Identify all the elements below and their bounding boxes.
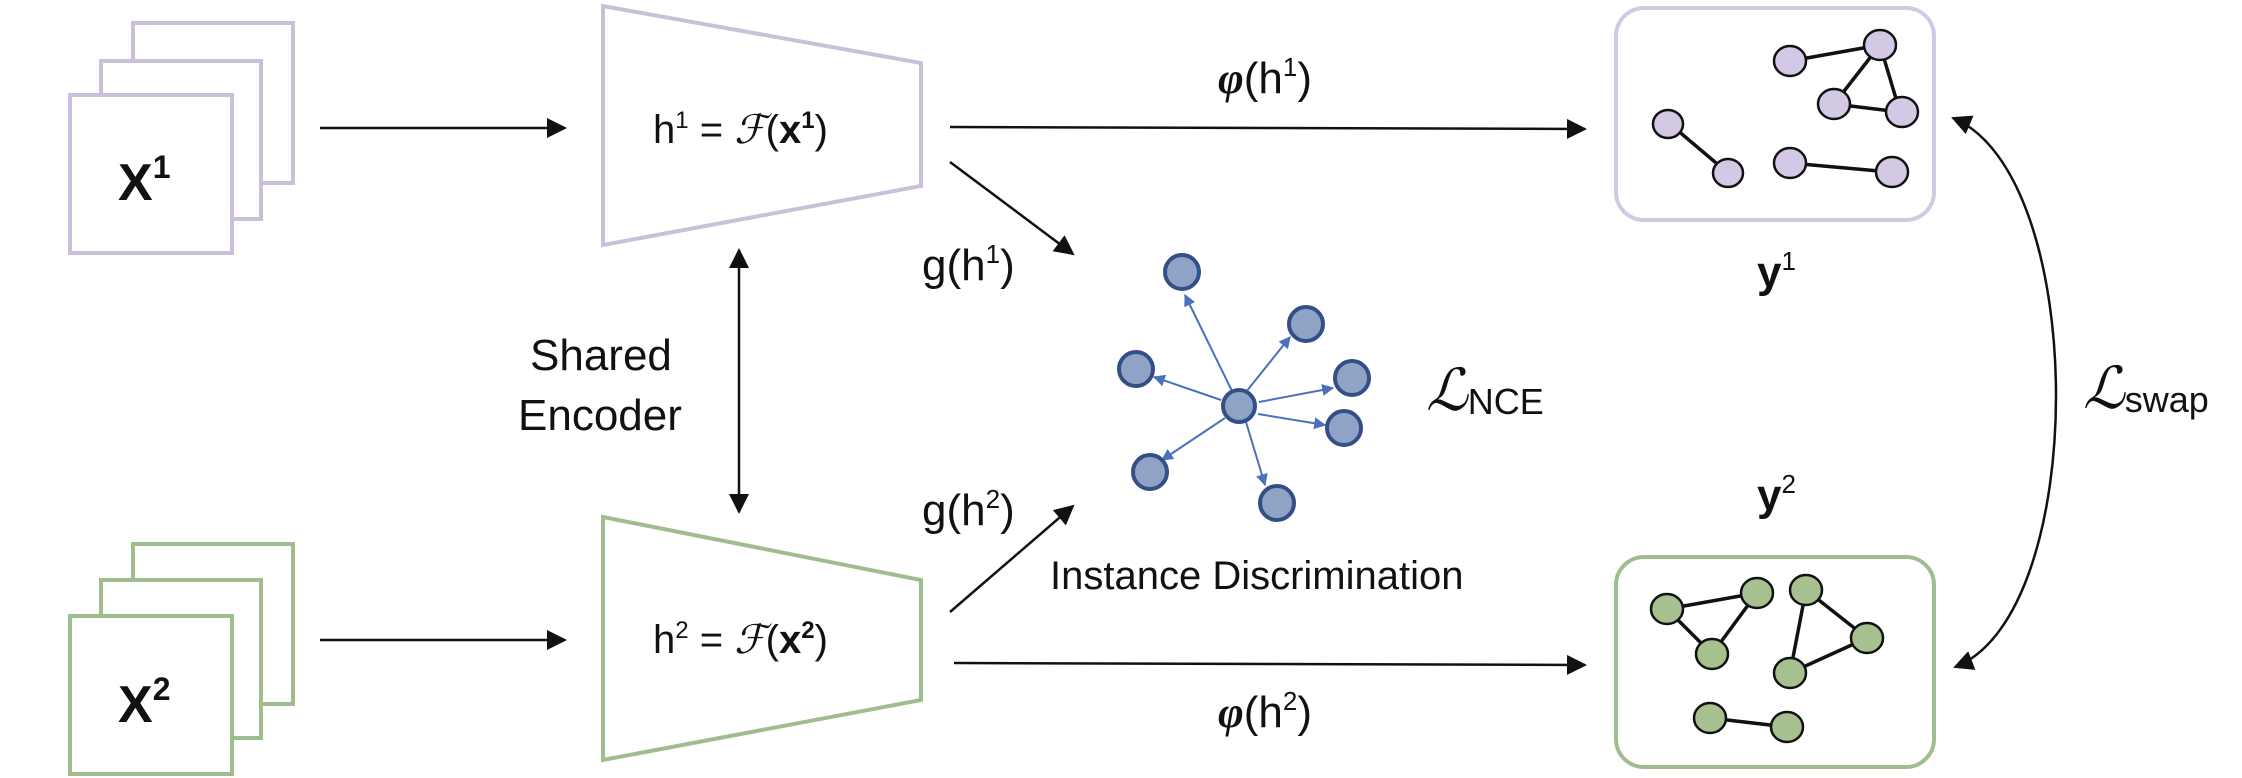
cluster-center-node [1221,388,1257,424]
cluster-node [1258,484,1296,522]
view2-encoder-label: h2 = ℱ(x2) [653,617,828,662]
cluster-node [1333,359,1371,397]
view2-phi-arrow [953,654,1587,675]
graph-node [1772,146,1808,180]
view1-output-box [1614,6,1936,222]
cluster-node [1117,350,1155,388]
view1-input-stack [68,21,295,255]
view2-phi-label: φ(h2) [1218,686,1312,737]
shared-encoder-line1: Shared [530,331,672,380]
graph-node [1788,573,1824,607]
graph-node [1692,701,1728,735]
cluster-edge [1161,417,1226,461]
graph-node [1649,592,1685,626]
view1-input-frame-front [68,93,234,255]
view1-output-label: y1 [1757,246,1796,297]
graph-node [1739,576,1775,610]
swap-loss-label: ℒswap [2083,356,2209,421]
graph-node [1816,87,1852,121]
graph-node [1711,157,1745,189]
graph-node [1849,621,1885,655]
cluster-edge [1258,384,1335,403]
instance-discrimination-caption: Instance Discrimination [1050,554,1464,598]
view2-encoder [601,514,923,763]
cluster-edge [1257,413,1327,430]
view2-input-stack [68,542,295,776]
view1-encoder-label: h1 = ℱ(x1) [653,107,828,152]
view2-g-arrow [949,504,1075,613]
view1-g-arrow [949,160,1075,256]
graph-node [1884,95,1920,129]
view1-encoder [601,3,923,248]
graph-node [1769,710,1805,744]
view1-phi-arrow [949,118,1587,139]
cluster-node [1131,453,1169,491]
graph-node [1694,637,1730,671]
cluster-node [1325,409,1363,447]
nce-loss-label: ℒNCE [1426,358,1544,423]
graph-node [1874,155,1910,189]
view1-phi-label: φ(h1) [1218,52,1312,103]
graph-node [1862,28,1898,62]
view1-input-label: X1 [118,149,170,212]
cluster-node [1163,253,1201,291]
view2-g-label: g(h2) [922,484,1015,535]
graph-node [1651,108,1685,140]
view1-g-label: g(h1) [922,239,1015,290]
cluster-node [1287,305,1325,343]
cluster-edge [1184,293,1233,392]
swap-arrow [1951,115,2058,670]
instance-discrimination-cluster [1117,253,1371,522]
cluster-edge [1152,374,1222,401]
view2-output-label: y2 [1757,469,1796,520]
shared-encoder-line2: Encoder [518,391,682,440]
graph-node [1772,656,1808,690]
cluster-edge [1245,421,1268,487]
cluster-edge [1245,336,1291,393]
view2-input-label: X2 [118,671,170,734]
view2-input-frame-front [68,614,234,776]
graph-node [1772,44,1808,78]
